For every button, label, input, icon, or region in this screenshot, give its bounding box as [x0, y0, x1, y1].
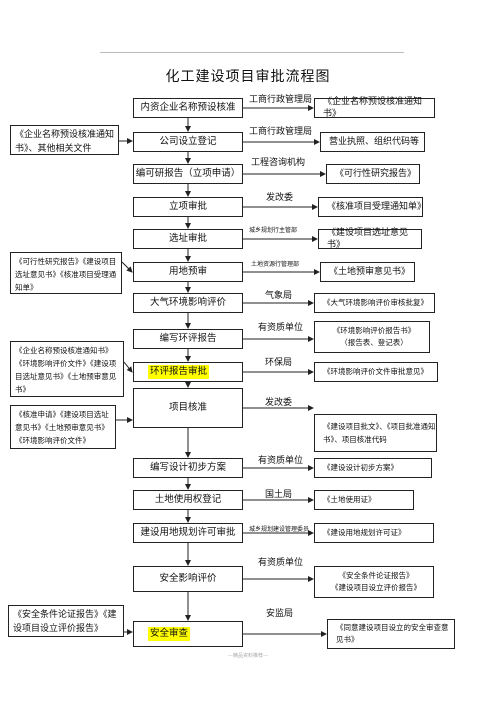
authority-label: 气象局	[265, 291, 293, 301]
authority-label: 国土局	[265, 490, 293, 500]
authority-label: 工商行政管理局	[249, 127, 313, 137]
authority-label: 发改委	[265, 398, 293, 408]
output-document-box: 《建设项目选址意见书》	[318, 228, 422, 250]
step-box: 土地使用权登记	[133, 490, 243, 510]
authority-label: 工程咨询机构	[251, 158, 306, 168]
output-document-box: 《土地使用证》	[314, 490, 414, 510]
authority-label: 城乡规划建设管理委员	[249, 526, 310, 533]
output-document-box: 《建设用地规划许可证》	[314, 523, 434, 543]
step-box: 大气环境影响评价	[133, 293, 243, 313]
step-box: 编写环评报告	[133, 329, 243, 349]
step-box: 编写设计初步方案	[133, 458, 243, 478]
step-box: 建设用地规划许可审批	[133, 523, 243, 543]
footer-note: —精品资料推荐—	[227, 653, 268, 659]
output-document-box: 《大气环境影响评价审核批复》	[314, 293, 435, 313]
input-document-box: 《可行性研究报告》《建设项目选址意见书》《核准项目受理通知单》	[10, 252, 122, 294]
input-arrow	[121, 261, 133, 273]
step-box: 内资企业名称预设核准	[133, 98, 243, 118]
input-arrow	[123, 361, 133, 373]
output-document-box: 《同意建设项目设立的安全审查意见书》	[327, 619, 455, 649]
output-document-box: 《建设设计初步方案》	[314, 458, 432, 478]
authority-label: 安监局	[266, 609, 294, 619]
output-document-box: 《环境影响评价文件审批意见》	[314, 362, 438, 382]
authority-label: 发改委	[266, 193, 294, 203]
page-title: 化工建设项目审批流程图	[165, 69, 331, 85]
step-box: 立项审批	[133, 197, 243, 217]
output-document-box: 《核准项目受理通知单》	[318, 197, 426, 217]
step-label-highlight: 安全审查	[148, 627, 191, 641]
step-box: 项目核准	[133, 388, 243, 428]
authority-label: 有资质单位	[258, 558, 304, 568]
input-document-box: 《安全条件论证报告》《建设项目设立评价报告》	[8, 605, 124, 637]
output-document-box: 《土地预审意见书》	[320, 262, 415, 282]
authority-label: 土地资源行管理部	[251, 261, 300, 268]
step-box: 用地预审	[133, 262, 243, 282]
authority-label: 环保局	[265, 358, 293, 368]
authority-label: 城乡规划行主管部	[249, 227, 298, 234]
authority-label: 有资质单位	[258, 323, 304, 333]
output-document-box: 《环境影响评价报告书》 （报告表、登记表）	[314, 321, 430, 353]
step-label-highlight: 环评报告审批	[148, 365, 210, 379]
step-box: 选址审批	[133, 229, 243, 249]
authority-label: 有资质单位	[258, 456, 304, 466]
output-document-box: 《企业名称预设核准通知书》	[314, 97, 435, 119]
output-document-box: 《可行性研究报告》	[326, 164, 420, 184]
step-box: 编可研报告（立项申请）	[133, 164, 243, 184]
step-box: 安全审查	[133, 621, 243, 647]
authority-label: 工商行政管理局	[249, 95, 313, 105]
output-document-box: 《安全条件论证报告》 《建设项目设立评价报告》	[314, 566, 434, 598]
input-document-box: 《企业名称预设核准通知书》、其他相关文件	[10, 125, 119, 155]
step-box: 安全影响评价	[133, 566, 243, 592]
output-document-box: 营业执照、组织代码等	[320, 132, 425, 152]
step-box: 公司设立登记	[133, 132, 243, 152]
input-document-box: 《企业名称预设核准通知书》《环境影响评价文件》《建设项目选址意见书》《土地预审意…	[10, 341, 124, 397]
step-box: 环评报告审批	[133, 362, 243, 382]
input-document-box: 《核准申请》《建设项目选址意见书》《土地预审意见书》《环境影响评价文件》	[10, 405, 116, 449]
output-document-box: 《建设项目批文》、《项目批准通知书》、项目核准代码	[314, 414, 437, 452]
header-rule	[100, 52, 404, 53]
